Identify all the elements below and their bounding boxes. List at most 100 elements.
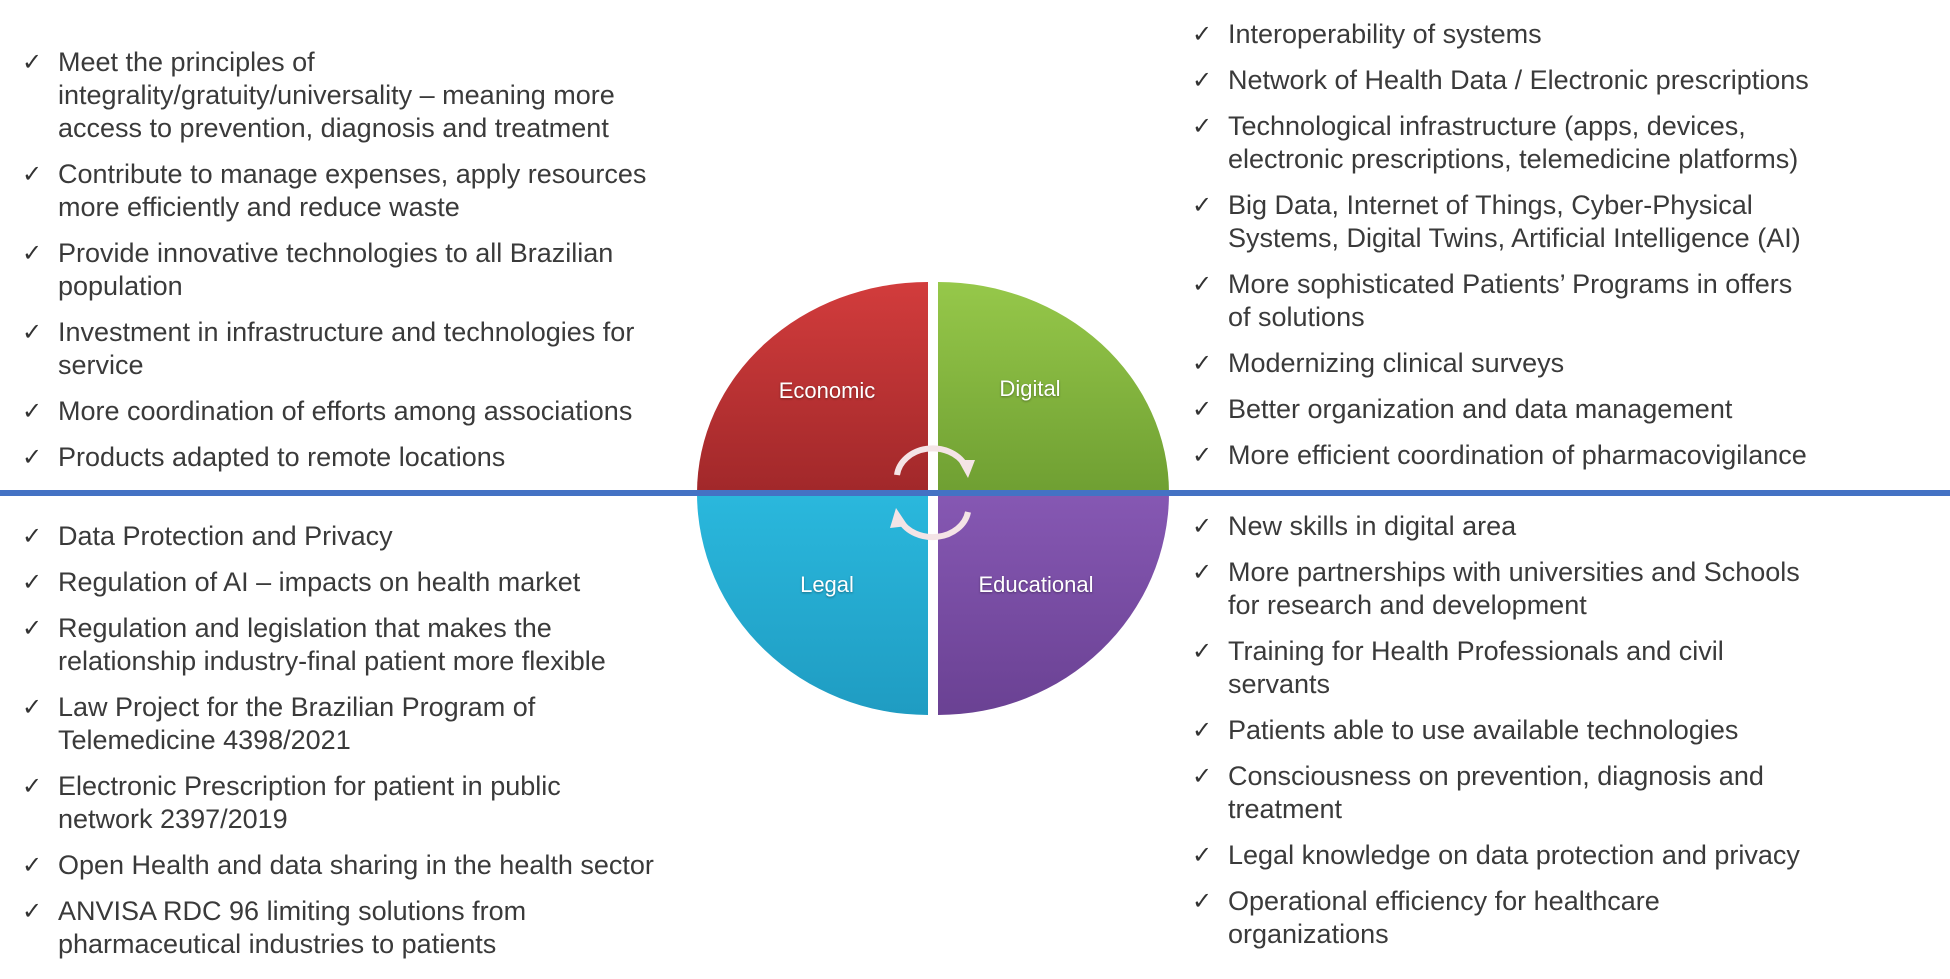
list-item-text: Regulation and legislation that makes th… xyxy=(58,613,552,643)
check-icon: ✓ xyxy=(1192,717,1213,744)
list-item-text: integrality/gratuity/universality – mean… xyxy=(58,80,615,110)
list-item: ✓ Data Protection and Privacy xyxy=(22,520,654,553)
list-item-text: Data Protection and Privacy xyxy=(58,521,393,551)
check-icon: ✓ xyxy=(22,240,43,267)
list-item-text: Modernizing clinical surveys xyxy=(1228,348,1565,378)
list-item: ✓ Modernizing clinical surveys xyxy=(1192,347,1809,380)
check-icon: ✓ xyxy=(22,319,43,346)
check-icon: ✓ xyxy=(1192,350,1213,377)
economic-label: Economic xyxy=(778,378,876,403)
list-item-text: Telemedicine 4398/2021 xyxy=(58,725,351,755)
list-item-text: Network of Health Data / Electronic pres… xyxy=(1228,65,1809,95)
list-item-text: organizations xyxy=(1228,919,1389,949)
list-item-text: service xyxy=(58,350,144,380)
list-item: ✓Regulation of AI – impacts on health ma… xyxy=(22,566,654,599)
list-item-text: Products adapted to remote locations xyxy=(58,442,506,472)
check-icon: ✓ xyxy=(22,49,43,76)
list-item: ✓ Technological infrastructure (apps, dev… xyxy=(1192,110,1809,176)
list-item-text: Meet the principles of xyxy=(58,47,315,77)
list-item-text: Training for Health Professionals and ci… xyxy=(1228,636,1724,666)
legal-quadrant xyxy=(697,493,928,715)
list-item: ✓Contribute to manage expenses, apply re… xyxy=(22,158,646,224)
list-item-text: Systems, Digital Twins, Artificial Intel… xyxy=(1228,223,1801,253)
list-item: ✓ More coordination of efforts among asso… xyxy=(22,395,646,428)
digital-list: ✓Interoperability of systems✓Network of … xyxy=(1192,18,1809,485)
check-icon: ✓ xyxy=(22,898,43,925)
list-item-text: Provide innovative technologies to all B… xyxy=(58,238,614,268)
list-item-text: Consciousness on prevention, diagnosis a… xyxy=(1228,761,1764,791)
educational-list: ✓New skills in digital area✓More partner… xyxy=(1192,510,1800,964)
list-item-text: servants xyxy=(1228,669,1331,699)
check-icon: ✓ xyxy=(1192,67,1213,94)
list-item-text: population xyxy=(58,271,183,301)
list-item-text: More efficient coordination of pharmacov… xyxy=(1228,440,1807,470)
digital-label: Digital xyxy=(999,376,1061,401)
economic-quadrant xyxy=(697,282,928,493)
list-item-text: pharmaceutical industries to patients xyxy=(58,929,497,959)
check-icon: ✓ xyxy=(1192,113,1213,140)
list-item: ✓Legal knowledge on data protection and … xyxy=(1192,839,1800,872)
list-item: ✓More efficient coordination of pharmaco… xyxy=(1192,439,1809,472)
check-icon: ✓ xyxy=(1192,842,1213,869)
list-item-text: treatment xyxy=(1228,794,1343,824)
list-item-text: of solutions xyxy=(1228,302,1365,332)
legal-label: Legal xyxy=(800,572,854,597)
check-icon: ✓ xyxy=(22,398,43,425)
list-item-text: Law Project for the Brazilian Program of xyxy=(58,692,536,722)
check-icon: ✓ xyxy=(1192,559,1213,586)
list-item: ✓Interoperability of systems xyxy=(1192,18,1809,51)
check-icon: ✓ xyxy=(1192,21,1213,48)
list-item-text: Regulation of AI – impacts on health mar… xyxy=(58,567,581,597)
list-item-text: Technological infrastructure (apps, devi… xyxy=(1228,111,1746,141)
check-icon: ✓ xyxy=(1192,888,1213,915)
check-icon: ✓ xyxy=(1192,763,1213,790)
check-icon: ✓ xyxy=(22,694,43,721)
list-item: ✓ Open Health and data sharing in the hea… xyxy=(22,849,654,882)
list-item-text: Open Health and data sharing in the heal… xyxy=(58,850,654,880)
list-item: ✓Regulation and legislation that makes t… xyxy=(22,612,654,678)
list-item-text: Big Data, Internet of Things, Cyber-Phys… xyxy=(1228,190,1753,220)
check-icon: ✓ xyxy=(22,161,43,188)
list-item: ✓ Network of Health Data / Electronic pre… xyxy=(1192,64,1809,97)
list-item-text: Patients able to use available technolog… xyxy=(1228,715,1739,745)
list-item: ✓Better organization and data management xyxy=(1192,393,1809,426)
list-item: ✓ Electronic Prescription for patient in … xyxy=(22,770,654,836)
list-item-text: electronic prescriptions, telemedicine p… xyxy=(1228,144,1799,174)
list-item-text: network 2397/2019 xyxy=(58,804,288,834)
list-item: ✓ Investment in infrastructure and techno… xyxy=(22,316,646,382)
list-item-text: ANVISA RDC 96 limiting solutions from xyxy=(58,896,527,926)
list-item: ✓ Patients able to use available technolo… xyxy=(1192,714,1800,747)
check-icon: ✓ xyxy=(1192,396,1213,423)
list-item-text: for research and development xyxy=(1228,590,1587,620)
list-item: ✓ Law Project for the Brazilian Program o… xyxy=(22,691,654,757)
digital-quadrant xyxy=(938,282,1169,493)
horizontal-divider xyxy=(0,490,1950,496)
check-icon: ✓ xyxy=(22,523,43,550)
list-item-text: More partnerships with universities and … xyxy=(1228,557,1800,587)
list-item: ✓ Provide innovative technologies to all … xyxy=(22,237,646,303)
legal-list: ✓Data Protection and Privacy✓Regulation … xyxy=(22,520,654,974)
list-item: ✓Products adapted to remote locations xyxy=(22,441,646,474)
check-icon: ✓ xyxy=(22,773,43,800)
list-item-text: Investment in infrastructure and technol… xyxy=(58,317,635,347)
list-item-text: Electronic Prescription for patient in p… xyxy=(58,771,561,801)
cycle-arrows-icon xyxy=(890,445,975,541)
list-item: ✓ Consciousness on prevention, diagnosis … xyxy=(1192,760,1800,826)
list-item-text: access to prevention, diagnosis and trea… xyxy=(58,113,609,143)
list-item-text: More sophisticated Patients’ Programs in… xyxy=(1228,269,1793,299)
list-item: ✓ More sophisticated Patients’ Programs i… xyxy=(1192,268,1809,334)
check-icon: ✓ xyxy=(1192,271,1213,298)
check-icon: ✓ xyxy=(1192,192,1213,219)
educational-quadrant xyxy=(938,493,1169,715)
list-item-text: More coordination of efforts among assoc… xyxy=(58,396,633,426)
list-item-text: relationship industry-final patient more… xyxy=(58,646,606,676)
list-item: ✓ More partnerships with universities and… xyxy=(1192,556,1800,622)
list-item: ✓New skills in digital area xyxy=(1192,510,1800,543)
list-item-text: New skills in digital area xyxy=(1228,511,1517,541)
check-icon: ✓ xyxy=(22,852,43,879)
